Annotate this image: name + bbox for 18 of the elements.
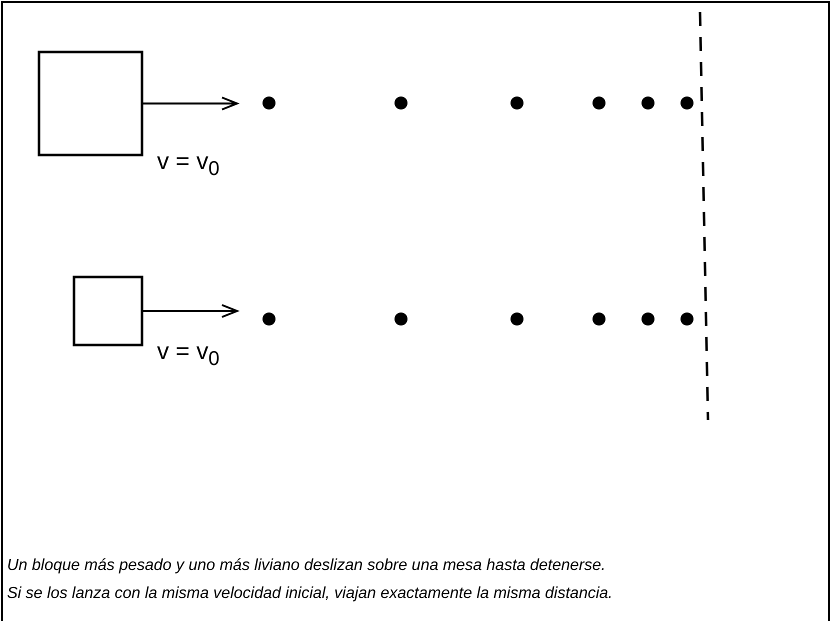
velocity-label: v = v$_{0}$ bbox=[157, 340, 220, 369]
position-dot bbox=[680, 312, 694, 326]
position-dot bbox=[680, 96, 694, 110]
position-dot bbox=[262, 96, 276, 110]
block bbox=[38, 50, 144, 156]
position-dot bbox=[394, 96, 408, 110]
position-dot bbox=[394, 312, 408, 326]
position-dot bbox=[510, 96, 524, 110]
caption-sentence: Si se los lanza con la misma velocidad inicial, viajan exactamente la misma distancia. bbox=[7, 585, 613, 603]
position-dot bbox=[642, 96, 654, 110]
position-dot bbox=[510, 312, 524, 326]
block bbox=[72, 276, 144, 346]
caption-sentence: Un bloque más pesado y uno más liviano deslizan sobre una mesa hasta detenerse. bbox=[7, 557, 606, 575]
velocity-label: v = v$_{0}$ bbox=[157, 150, 220, 179]
position-dot bbox=[592, 96, 606, 110]
position-dot bbox=[262, 312, 276, 326]
position-dot bbox=[642, 312, 654, 326]
position-dot bbox=[592, 312, 606, 326]
